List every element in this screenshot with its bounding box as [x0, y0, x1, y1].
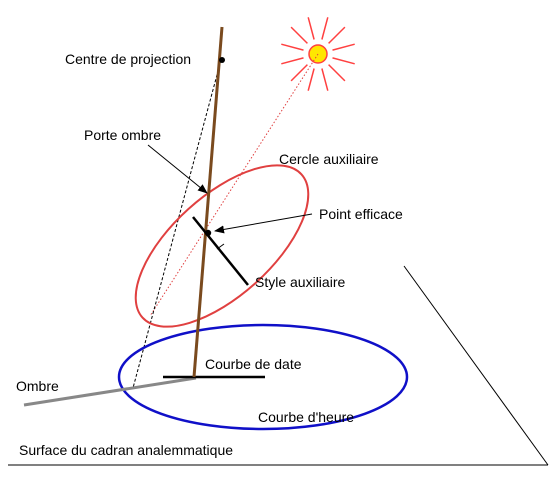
cercle-auxiliaire-ellipse	[134, 164, 310, 328]
sun-ray	[328, 64, 346, 82]
sun-ray	[332, 43, 355, 51]
arrow-porte-ombre	[147, 144, 208, 194]
label-surface: Surface du cadran analemmatique	[19, 442, 234, 458]
sun-ray	[290, 64, 308, 82]
arrow-point-efficace	[214, 213, 313, 234]
sun-icon	[281, 17, 355, 91]
label-point-efficace: Point efficace	[319, 206, 403, 222]
sun-ray	[321, 17, 329, 40]
sun-ray	[332, 57, 355, 65]
ombre-line	[23, 376, 197, 407]
gnomon-line	[192, 26, 224, 378]
label-courbe-heure: Courbe d'heure	[258, 409, 355, 425]
point-efficace-dot	[204, 229, 212, 237]
label-style-auxiliaire: Style auxiliaire	[255, 274, 346, 290]
sun-ray	[307, 17, 315, 40]
label-porte-ombre: Porte ombre	[84, 127, 162, 143]
sun-ray	[321, 68, 329, 91]
style-auxiliaire-line	[192, 216, 249, 286]
label-ombre: Ombre	[16, 378, 59, 394]
sun-ray	[281, 43, 304, 51]
centre-projection-dot	[219, 57, 225, 63]
label-centre-projection: Centre de projection	[65, 51, 192, 67]
sun-ray	[328, 26, 346, 44]
sun-ray	[281, 57, 304, 65]
label-cercle-auxiliaire: Cercle auxiliaire	[279, 151, 379, 167]
sun-ray-line	[149, 53, 319, 317]
style-tick	[216, 243, 225, 250]
label-courbe-date: Courbe de date	[205, 356, 302, 372]
sun-ray	[290, 26, 308, 44]
projection-line	[132, 59, 222, 389]
courbe-heure-ellipse	[117, 323, 409, 431]
surface-edge-right	[403, 265, 549, 466]
sun-ray	[307, 68, 315, 91]
